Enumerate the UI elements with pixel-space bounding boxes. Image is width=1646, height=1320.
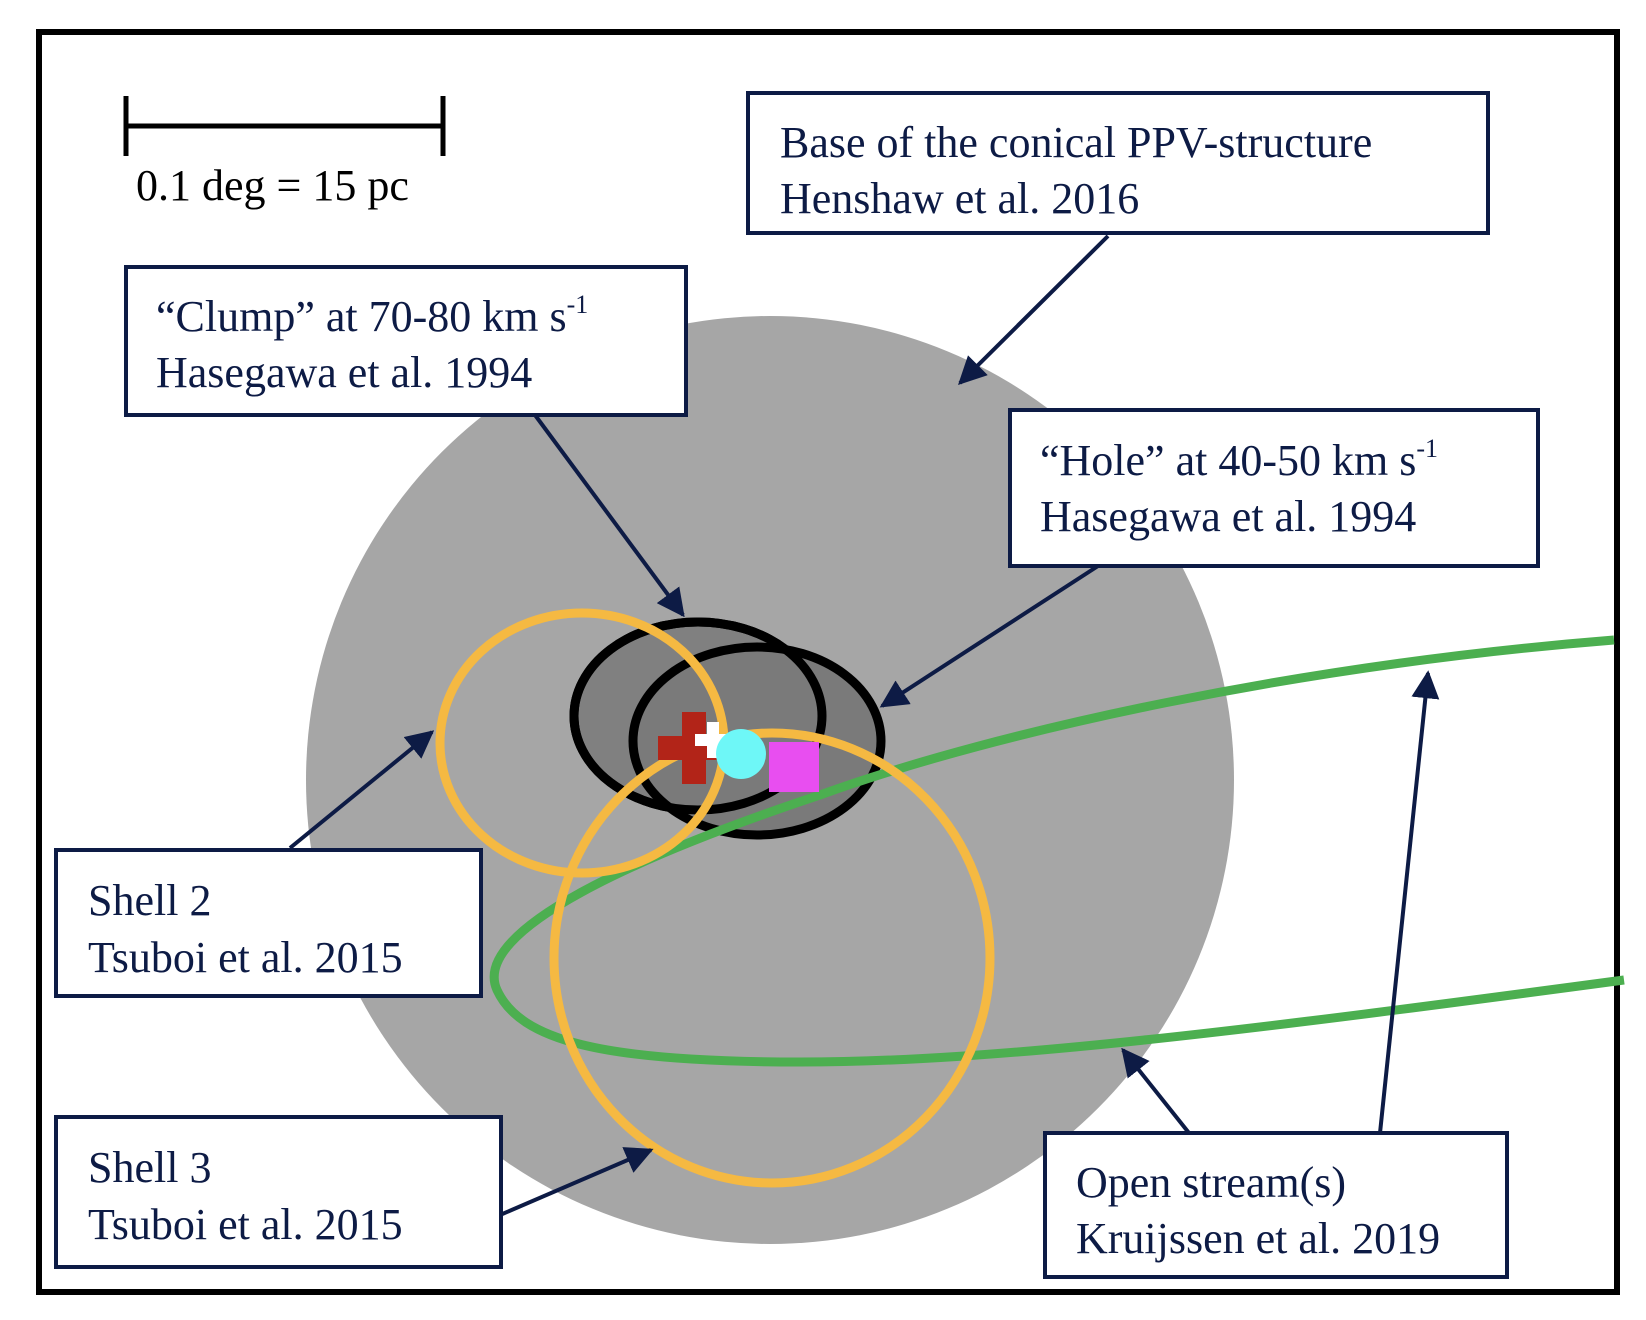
arrow-base (958, 234, 1110, 385)
cyan-circle-marker (716, 729, 766, 779)
label-hole-line2: Hasegawa et al. 1994 (1040, 492, 1416, 541)
open-stream-curve (489, 635, 1625, 1067)
label-base: Base of the conical PPV-structure Hensha… (746, 91, 1490, 235)
arrow-shell-3 (499, 1147, 654, 1217)
label-clump: “Clump” at 70-80 km s-1 Hasegawa et al. … (124, 265, 688, 417)
label-stream-line1: Open stream(s) (1076, 1158, 1346, 1207)
scale-bar-label: 0.1 deg = 15 pc (136, 161, 409, 210)
label-shell-2-line2: Tsuboi et al. 2015 (88, 933, 403, 982)
label-shell-3-line1: Shell 3 (88, 1143, 211, 1192)
arrow-stream-lower (1121, 1047, 1191, 1135)
label-shell-3-line2: Tsuboi et al. 2015 (88, 1200, 403, 1249)
magenta-square-marker (769, 742, 819, 792)
label-clump-line1: “Clump” at 70-80 km s-1 (156, 290, 588, 341)
label-base-line1: Base of the conical PPV-structure (780, 118, 1372, 167)
arrow-clump (533, 413, 685, 618)
label-base-line2: Henshaw et al. 2016 (780, 174, 1139, 223)
red-cross-marker (658, 712, 730, 784)
shell-3-ring (549, 728, 995, 1188)
label-hole-line1: “Hole” at 40-50 km s-1 (1040, 434, 1438, 485)
label-shell-3: Shell 3 Tsuboi et al. 2015 (54, 1115, 503, 1269)
white-cross-marker (695, 722, 731, 758)
label-shell-2-line1: Shell 2 (88, 876, 211, 925)
label-shell-2: Shell 2 Tsuboi et al. 2015 (54, 848, 483, 998)
clump-outline (569, 617, 827, 815)
label-hole: “Hole” at 40-50 km s-1 Hasegawa et al. 1… (1008, 408, 1540, 568)
scale-bar: 0.1 deg = 15 pc (123, 96, 446, 210)
arrow-shell-2 (288, 730, 435, 850)
label-stream: Open stream(s) Kruijssen et al. 2019 (1043, 1131, 1509, 1279)
label-clump-line2: Hasegawa et al. 1994 (156, 348, 532, 397)
arrow-hole (879, 564, 1100, 708)
arrow-stream-upper (1378, 670, 1440, 1134)
label-stream-line2: Kruijssen et al. 2019 (1076, 1214, 1440, 1263)
